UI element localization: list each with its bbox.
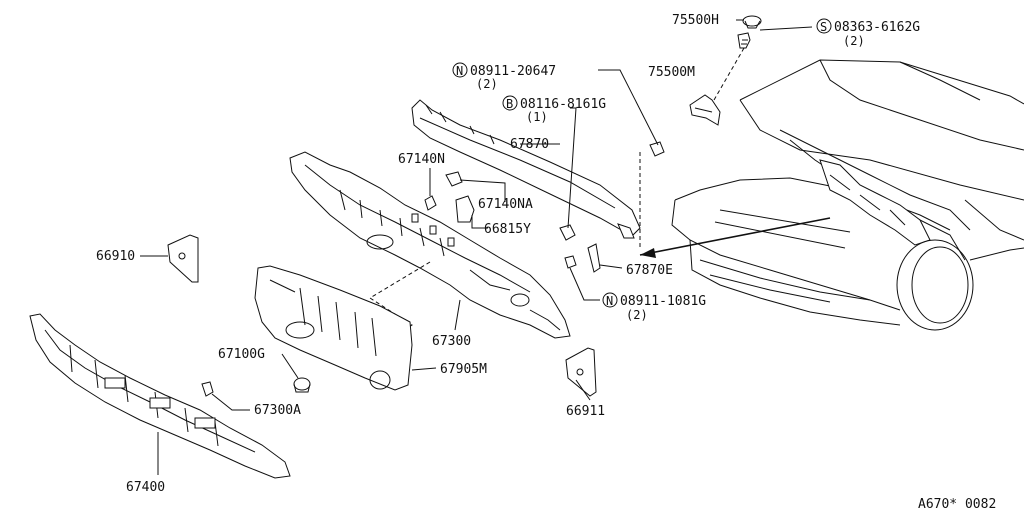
label-67870: 67870: [510, 137, 549, 152]
clip-75500h: [742, 15, 762, 29]
cowl-bar-67870: [411, 99, 665, 241]
label-08116-qty: (1): [526, 110, 548, 124]
clip-67300a: [201, 381, 214, 397]
label-67140n: 67140N: [398, 152, 445, 167]
grommet-67100g: [293, 377, 311, 393]
screw-08363: [737, 32, 751, 49]
clip-67140n: [424, 195, 437, 211]
label-08911-1081g: 08911-1081G: [620, 294, 706, 309]
label-08911-20647: 08911-20647: [470, 64, 556, 79]
label-66815y: 66815Y: [484, 222, 531, 237]
symbol-s-circle: [816, 18, 832, 34]
car-illustration: [639, 59, 1024, 331]
label-67905m: 67905M: [440, 362, 487, 377]
diagram-id: A670* 0082: [918, 497, 996, 512]
symbol-n-2: N: [606, 294, 613, 308]
label-66910: 66910: [96, 249, 135, 264]
label-67870e: 67870E: [626, 263, 673, 278]
label-08911-20647-qty: (2): [476, 77, 498, 91]
label-08116: 08116-8161G: [520, 97, 606, 112]
label-08363-qty: (2): [843, 34, 865, 48]
clip-67140na: [445, 171, 463, 187]
bracket-66815y: [455, 195, 475, 223]
symbol-s: S: [820, 20, 827, 34]
label-66911: 66911: [566, 404, 605, 419]
dash-panel-67300: [289, 151, 571, 339]
label-67300a: 67300A: [254, 403, 301, 418]
symbol-n-1: N: [456, 64, 463, 78]
bracket-67870e: [564, 243, 601, 273]
symbol-b: B: [506, 97, 513, 111]
bracket-66911: [565, 347, 597, 397]
insulator-67905m: [254, 265, 413, 391]
symbol-n-circle-2: [602, 292, 618, 308]
label-67140na: 67140NA: [478, 197, 533, 212]
label-75500h: 75500H: [672, 13, 719, 28]
bracket-66910: [167, 234, 199, 283]
label-67300: 67300: [432, 334, 471, 349]
label-08911-1081g-qty: (2): [626, 308, 648, 322]
bracket-75500m: [689, 94, 721, 126]
symbol-n-circle-1: [452, 62, 468, 78]
label-75500m: 75500M: [648, 65, 695, 80]
symbol-b-circle: [502, 95, 518, 111]
label-67100g: 67100G: [218, 347, 265, 362]
label-08363: 08363-6162G: [834, 20, 920, 35]
insulator-67400: [29, 313, 291, 479]
label-67400: 67400: [126, 480, 165, 495]
